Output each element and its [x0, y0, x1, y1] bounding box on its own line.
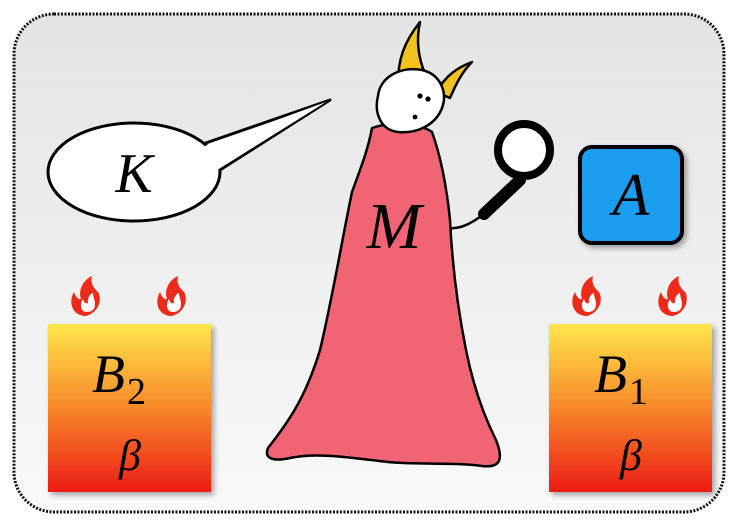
- demon-label: M: [366, 190, 426, 263]
- box-a-label: A: [609, 162, 650, 228]
- reservoir-b2-name: B: [92, 344, 125, 404]
- reservoir-b2-subscript: 2: [127, 371, 146, 413]
- reservoir-b1-beta: β: [619, 431, 642, 480]
- speech-bubble-label: K: [114, 143, 155, 205]
- box-a: A: [578, 145, 684, 245]
- reservoir-b1: B1 β: [549, 324, 712, 492]
- reservoir-b2-beta: β: [118, 431, 141, 480]
- reservoir-b2: B2 β: [48, 324, 211, 492]
- demon-head: [375, 67, 446, 134]
- demon-cloak: [265, 122, 502, 468]
- reservoir-b1-subscript: 1: [629, 371, 648, 413]
- demon-horn-icon: [396, 20, 428, 84]
- magnifying-glass-icon: [478, 120, 554, 220]
- svg-text:B1: B1: [594, 344, 648, 413]
- svg-text:B2: B2: [92, 344, 146, 413]
- reservoir-b1-name: B: [594, 344, 627, 404]
- demon-horn-icon: [434, 60, 474, 100]
- speech-bubble: K: [46, 98, 332, 223]
